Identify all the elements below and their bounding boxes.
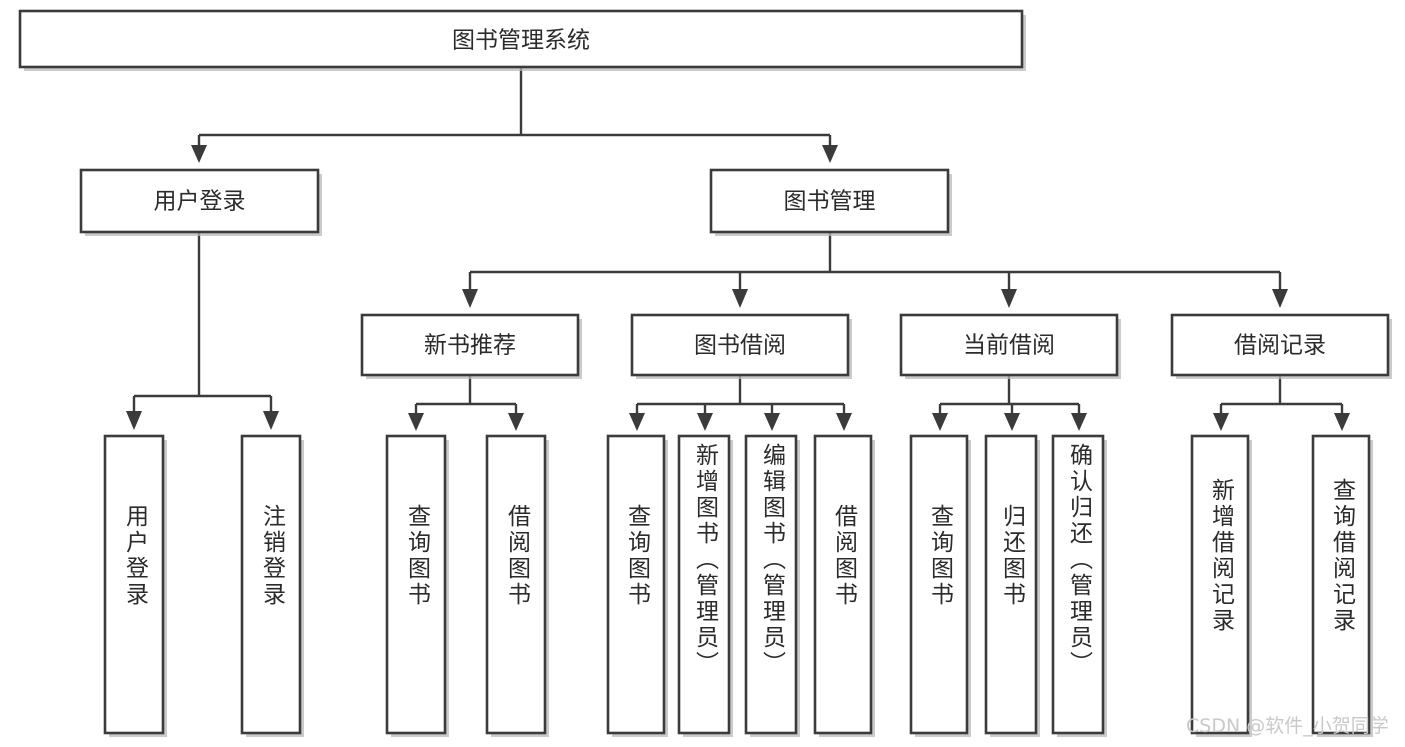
arrow-to-leaf-confirm-return-admin: [1071, 413, 1087, 431]
edges-new-book-recommend-to-leaves: [408, 375, 524, 431]
leaf-confirm-return-admin-box: [1051, 434, 1105, 735]
leaf-query-borrow-record-box: [1311, 434, 1371, 735]
node-leaf-query-book-1[interactable]: [385, 434, 449, 737]
arrow-to-book-borrow: [732, 289, 748, 308]
root-box: [18, 9, 1024, 69]
arrow-to-new-book-recommend: [462, 289, 478, 308]
edges-borrow-record-to-leaves: [1213, 375, 1350, 431]
leaf-return-book-box: [984, 434, 1038, 735]
arrow-to-borrow-record: [1272, 289, 1288, 308]
arrow-to-leaf-return-book: [1004, 413, 1020, 431]
arrow-to-leaf-query-book-2: [629, 413, 645, 431]
current-borrow-label: 当前借阅: [963, 333, 1055, 359]
node-leaf-query-book-3[interactable]: [909, 434, 971, 737]
new-book-recommend-label: 新书推荐: [424, 333, 516, 359]
edges-current-borrow-to-leaves: [932, 375, 1087, 431]
node-leaf-return-book[interactable]: [984, 434, 1040, 737]
node-leaf-query-borrow-record[interactable]: [1311, 434, 1373, 737]
node-book-manage[interactable]: 图书管理: [709, 168, 952, 236]
node-borrow-record[interactable]: 借阅记录: [1170, 313, 1392, 379]
node-leaf-edit-book-admin[interactable]: [744, 434, 800, 737]
node-current-borrow[interactable]: 当前借阅: [899, 313, 1121, 379]
root-label: 图书管理系统: [452, 28, 590, 54]
leaf-add-book-admin-box: [677, 434, 731, 735]
leaf-boxes: [103, 434, 1373, 737]
node-leaf-user-login[interactable]: [103, 434, 167, 737]
node-leaf-logout-login[interactable]: [240, 434, 304, 737]
leaf-logout-login-box: [240, 434, 302, 735]
arrow-to-leaf-borrow-book-1: [508, 413, 524, 431]
leaf-user-login-box: [103, 434, 165, 735]
arrow-to-leaf-borrow-book-2: [836, 413, 852, 431]
node-leaf-borrow-book-1[interactable]: [485, 434, 549, 737]
leaf-query-book-3-box: [909, 434, 969, 735]
arrow-to-leaf-query-borrow-record: [1334, 413, 1350, 431]
node-leaf-borrow-book-2[interactable]: [813, 434, 875, 737]
user-login-label: 用户登录: [154, 189, 246, 215]
node-new-book-recommend[interactable]: 新书推荐: [360, 313, 582, 379]
arrow-to-leaf-edit-book-admin: [764, 413, 780, 431]
arrow-to-leaf-user-login: [126, 411, 142, 430]
leaf-edit-book-admin-box: [744, 434, 798, 735]
borrow-record-box: [1170, 313, 1390, 377]
node-user-login[interactable]: 用户登录: [79, 168, 322, 236]
node-leaf-add-borrow-record[interactable]: [1190, 434, 1252, 737]
node-leaf-confirm-return-admin[interactable]: [1051, 434, 1107, 737]
borrow-record-label: 借阅记录: [1234, 333, 1326, 359]
arrow-to-leaf-logout-login: [263, 411, 279, 430]
arrow-to-current-borrow: [1001, 289, 1017, 308]
edges-book-borrow-to-leaves: [629, 375, 852, 431]
book-borrow-label: 图书借阅: [694, 333, 786, 359]
edges-user-login-to-leaves: [126, 232, 279, 430]
edges-book-manage-to-level3: [462, 232, 1288, 308]
arrow-to-leaf-query-book-1: [408, 413, 424, 431]
edges-root-to-level2: [191, 67, 838, 163]
current-borrow-box: [899, 313, 1119, 377]
node-leaf-add-book-admin[interactable]: [677, 434, 733, 737]
book-manage-box: [709, 168, 950, 234]
book-borrow-box: [630, 313, 850, 377]
leaf-query-book-1-box: [385, 434, 447, 735]
node-leaf-query-book-2[interactable]: [606, 434, 668, 737]
book-manage-label: 图书管理: [784, 189, 876, 215]
node-root[interactable]: 图书管理系统: [18, 9, 1026, 71]
csdn-watermark: CSDN @软件_小贺同学: [1186, 715, 1389, 737]
leaf-query-book-2-box: [606, 434, 666, 735]
leaf-add-borrow-record-box: [1190, 434, 1250, 735]
node-book-borrow[interactable]: 图书借阅: [630, 313, 852, 379]
leaf-borrow-book-2-box: [813, 434, 873, 735]
arrow-to-leaf-add-book-admin: [697, 413, 713, 431]
arrow-to-leaf-query-book-3: [932, 413, 948, 431]
user-login-box: [79, 168, 320, 234]
arrow-root-to-book-manage: [822, 145, 838, 163]
new-book-recommend-box: [360, 313, 580, 377]
leaf-borrow-book-1-box: [485, 434, 547, 735]
arrow-root-to-user-login: [191, 145, 207, 163]
arrow-to-leaf-add-borrow-record: [1213, 413, 1229, 431]
